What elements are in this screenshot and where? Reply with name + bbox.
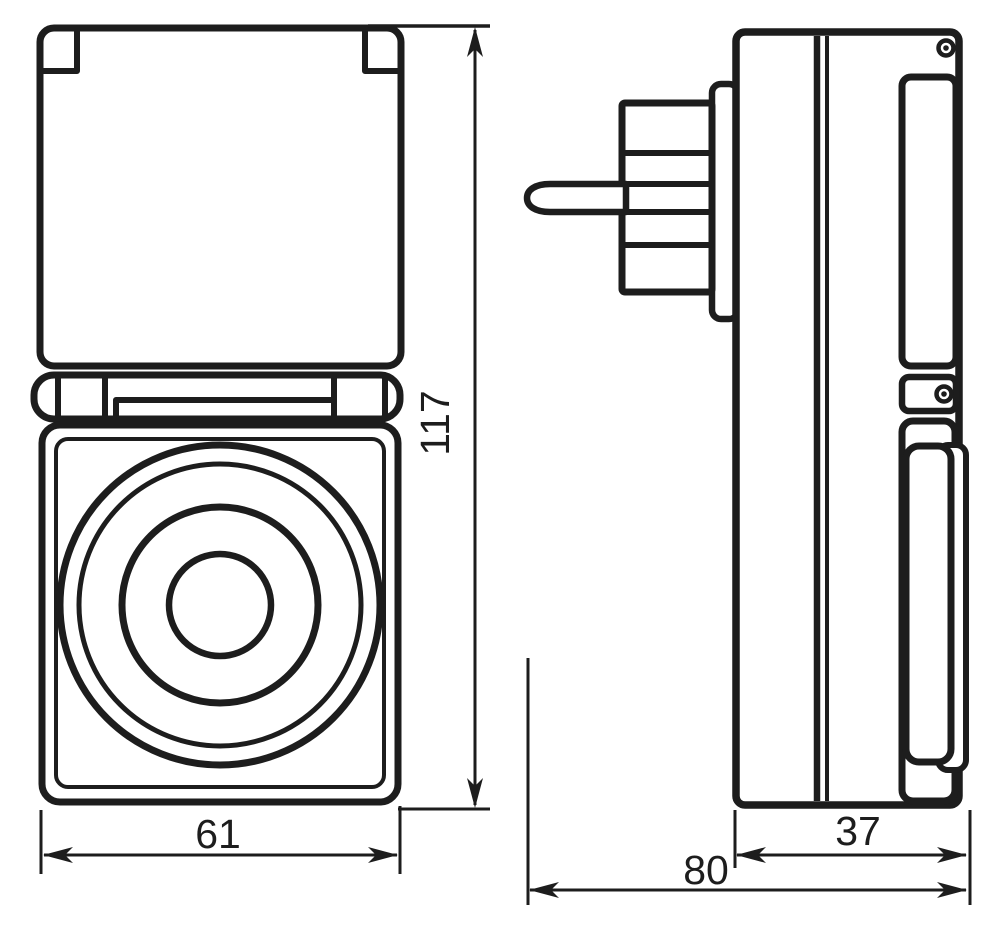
- dimension-side-depth: 37: [733, 808, 972, 905]
- side-view: [523, 28, 969, 809]
- dim-80-arrow-left-icon: [529, 882, 559, 898]
- dimension-side-overall: 80: [526, 658, 967, 905]
- front-view: [30, 24, 405, 806]
- side-latch-panel: [898, 373, 960, 415]
- dim-37-arrow-left-icon: [736, 847, 766, 863]
- dim-61-arrow-right-icon: [368, 847, 398, 863]
- front-socket-body-outer: [38, 421, 402, 806]
- dimension-front-height: 117: [368, 24, 490, 811]
- dimension-front-width: 61: [39, 806, 402, 874]
- front-socket-circle-well: [118, 503, 322, 707]
- side-latch-screw-center: [941, 391, 947, 397]
- front-lid-outline: [36, 24, 405, 370]
- dim-61-arrow-left-icon: [43, 847, 73, 863]
- dim-117-arrow-down-icon: [467, 778, 483, 808]
- front-lid-notch-left: [42, 31, 80, 74]
- dim-80-arrow-right-icon: [937, 882, 967, 898]
- front-socket-circle-rim: [76, 461, 364, 749]
- dim-117-arrow-up-icon: [467, 27, 483, 57]
- dim-37-label: 37: [835, 808, 881, 854]
- dim-117-label: 117: [412, 390, 458, 455]
- dim-37-arrow-right-icon: [937, 847, 967, 863]
- side-upper-panel: [898, 73, 960, 370]
- front-socket-circle-center: [165, 550, 275, 660]
- dim-80-label: 80: [683, 847, 729, 893]
- side-top-screw-center: [943, 45, 949, 51]
- front-hinge-step: [113, 397, 334, 417]
- side-plug-pin: [523, 180, 630, 216]
- dim-61-label: 61: [195, 811, 241, 857]
- front-socket-body-inner: [54, 437, 386, 789]
- side-plug-body: [618, 99, 716, 296]
- side-lid-flap: [902, 442, 955, 766]
- front-lid-notch-right: [362, 31, 399, 74]
- front-socket-circle-outer: [56, 441, 384, 769]
